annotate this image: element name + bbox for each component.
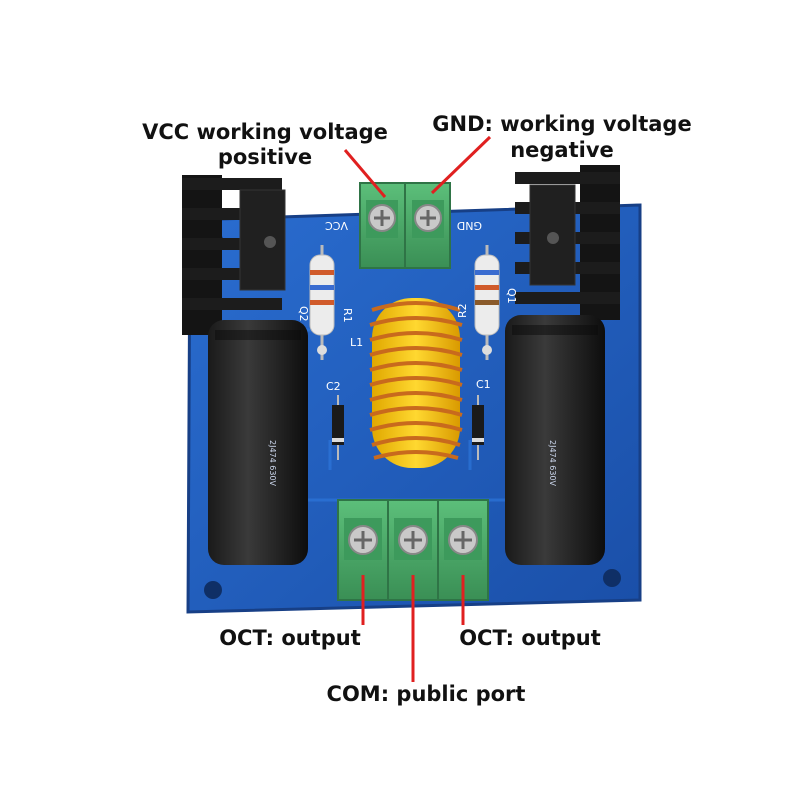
svg-text:2J474 630V: 2J474 630V: [268, 440, 277, 487]
toroid-inductor: [369, 298, 463, 468]
label-oct-right: OCT: output: [459, 626, 601, 650]
label-gnd-line1: GND: working voltage: [432, 112, 691, 136]
input-terminal-block: [359, 182, 451, 269]
callout-gnd: [430, 135, 492, 195]
label-vcc-line1: VCC working voltage: [142, 120, 388, 144]
silk-c1: C1: [476, 378, 491, 391]
label-vcc-line2: positive: [218, 145, 312, 169]
silk-vcc: VCC: [325, 219, 348, 232]
diode-left: [332, 395, 344, 460]
label-com: COM: public port: [327, 682, 526, 706]
heatsink-right: [515, 165, 620, 320]
resistor-r2: [474, 245, 500, 360]
callout-lines: [343, 135, 492, 682]
label-gnd-line2: negative: [510, 138, 614, 162]
silk-q2: Q2: [297, 306, 310, 322]
silk-q1: Q1: [505, 288, 518, 304]
svg-text:2J474 630V: 2J474 630V: [548, 440, 557, 487]
capacitor-right: 2J474 630V: [505, 315, 605, 565]
callout-vcc: [343, 149, 387, 198]
silk-r1: R1: [341, 308, 354, 323]
diode-right: [472, 395, 484, 460]
heatsink-left: [182, 175, 286, 335]
silk-gnd: GND: [457, 219, 482, 232]
resistor-r1: [309, 245, 335, 360]
silk-l1: L1: [350, 336, 363, 349]
label-oct-left: OCT: output: [219, 626, 361, 650]
capacitor-left: 2J474 630V: [208, 320, 308, 565]
silk-r2: R2: [456, 303, 469, 318]
silk-c2: C2: [326, 380, 341, 393]
